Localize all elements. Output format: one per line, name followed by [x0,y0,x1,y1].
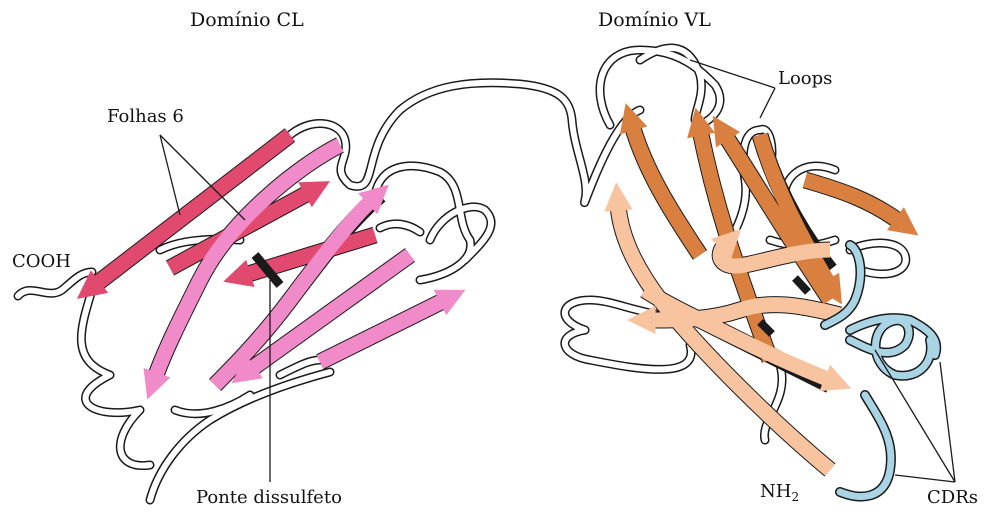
cdrs-label: CDRs [927,489,978,507]
nh2-terminus-label: NH2 [760,483,799,503]
beta-sheets-label: Folhas 6 [107,108,184,126]
cooh-terminus-label: COOH [12,253,71,271]
vl-strand-1 [632,125,700,255]
vl-strand-5 [805,180,900,222]
vl-disulfide-bond-1 [795,278,808,292]
domain-cl-title: Domínio CL [190,11,304,30]
domain-vl-title: Domínio VL [598,11,711,30]
disulfide-bridge-label: Ponte dissulfeto [196,489,342,507]
nh-subscript: 2 [791,490,799,504]
cdr-loops [825,245,936,497]
nh-text: NH [760,481,791,502]
loops-label: Loops [778,70,832,88]
